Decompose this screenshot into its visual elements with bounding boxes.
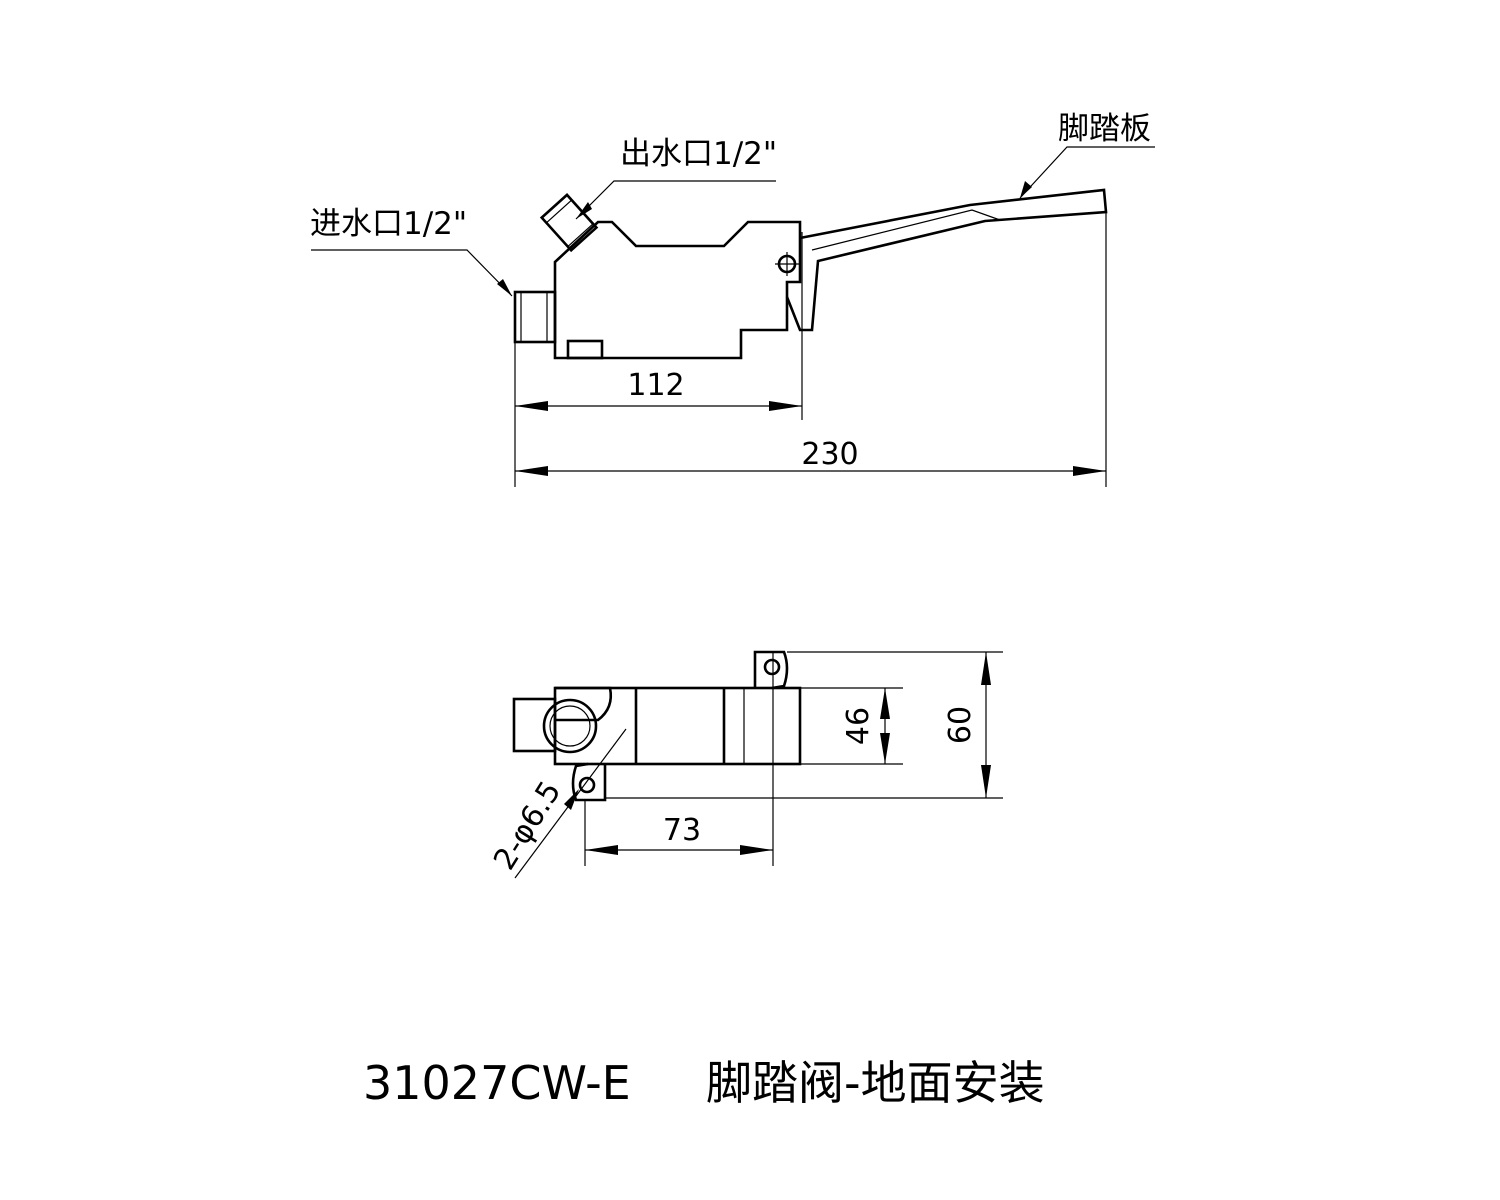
inlet-top <box>512 697 557 753</box>
dim-46-text: 46 <box>841 707 876 745</box>
inlet-label: 进水口1/2" <box>310 206 467 242</box>
product-description: 脚踏阀-地面安装 <box>706 1056 1045 1110</box>
outlet-leader <box>575 180 776 220</box>
inlet-leader <box>311 249 513 297</box>
mounting-lug-top <box>753 650 789 690</box>
dim-73-text: 73 <box>663 813 701 848</box>
dim-230-text: 230 <box>801 437 858 472</box>
side-view: 出水口1/2" 进水口1/2" 脚踏板 112 230 <box>310 111 1155 487</box>
inlet-fitting <box>513 290 557 344</box>
base-lug <box>566 339 604 360</box>
outlet-label: 出水口1/2" <box>620 136 777 172</box>
outlet-boss <box>555 686 613 722</box>
pedal-label: 脚踏板 <box>1058 111 1151 147</box>
top-view: 46 60 73 2-φ6.5 <box>487 650 1003 879</box>
dim-112-text: 112 <box>627 368 684 403</box>
mounting-hole-bottom <box>578 776 596 794</box>
mounting-hole-top <box>763 658 781 676</box>
body-top-outline <box>553 686 802 766</box>
mounting-lug-bottom <box>571 762 607 802</box>
pedal-leader <box>1019 146 1155 199</box>
valve-body-outline <box>553 220 802 360</box>
foot-pedal <box>785 188 1108 332</box>
outlet-port <box>542 698 598 754</box>
model-number: 31027CW-E <box>363 1056 631 1110</box>
dim-60-text: 60 <box>943 706 978 744</box>
